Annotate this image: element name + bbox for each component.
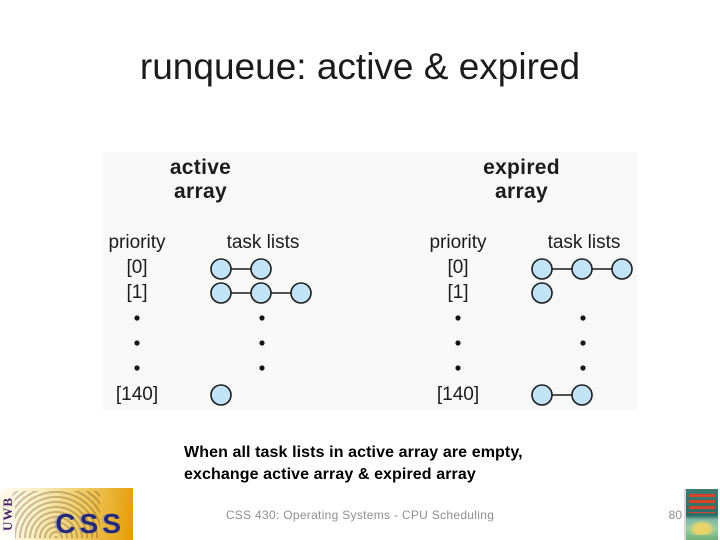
operating-system-concepts-book-cover	[684, 489, 718, 540]
priority-index-label: [0]	[126, 257, 148, 278]
task-list-nodes	[134, 258, 312, 406]
active-array-title: active array	[169, 156, 232, 203]
priority-header: priority	[429, 232, 487, 253]
library-dome-image	[12, 491, 100, 538]
css-logo-label: CSS	[55, 508, 125, 539]
task-list-nodes	[455, 258, 633, 406]
caption-text: When all task lists in active array are …	[184, 444, 523, 483]
tasklists-header: task lists	[226, 232, 300, 253]
priority-index-label: [1]	[126, 282, 148, 303]
slide-title: runqueue: active & expired	[139, 46, 581, 87]
priority-index-label: [140]	[436, 384, 480, 405]
tasklists-header: task lists	[547, 232, 621, 253]
active-array-diagram: active array priority task lists [0] [1]…	[103, 155, 318, 408]
priority-header: priority	[108, 232, 166, 253]
page-number: 80	[668, 508, 682, 522]
expired-array-title: expired array	[483, 156, 560, 203]
priority-index-label: [140]	[115, 384, 159, 405]
expired-array-diagram: expired array priority task lists [0] [1…	[424, 155, 639, 408]
runqueue-diagram-panel	[103, 152, 637, 410]
priority-index-label: [0]	[447, 257, 469, 278]
uwb-css-logo: UWB CSS	[0, 488, 133, 540]
footer-course-text: CSS 430: Operating Systems - CPU Schedul…	[225, 508, 495, 522]
priority-index-label: [1]	[447, 282, 469, 303]
uwb-vertical-label: UWB	[0, 488, 15, 540]
